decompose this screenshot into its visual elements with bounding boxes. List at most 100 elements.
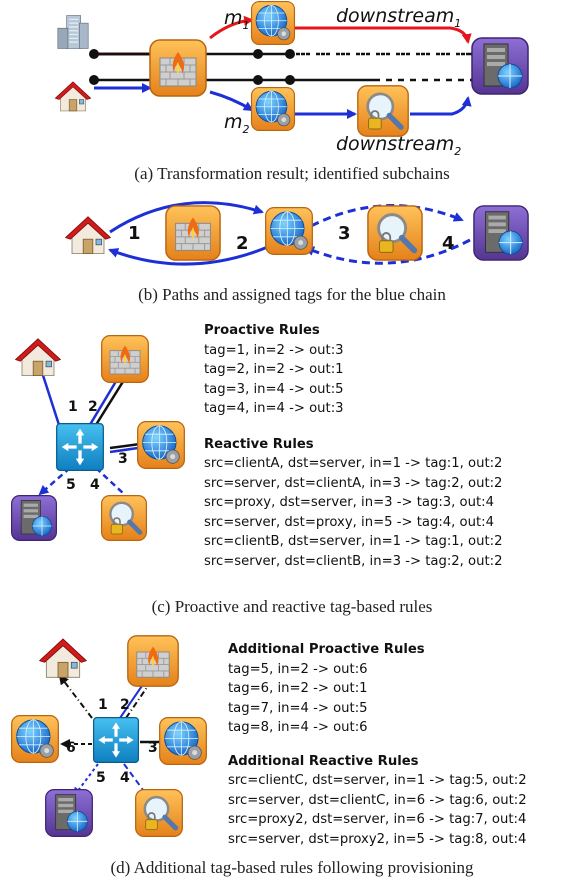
- port-label-5: 5: [66, 477, 76, 493]
- firewall-icon: [101, 335, 149, 383]
- port-label-4: 4: [90, 477, 100, 493]
- port-label-1: 1: [98, 697, 108, 713]
- proactive-rule: tag=5, in=2 -> out:6: [228, 661, 368, 677]
- reactive-rule: src=proxy, dst=server, in=3 -> tag:3, ou…: [204, 495, 494, 510]
- tag-label-1: 1: [128, 223, 141, 244]
- caption-a: (a) Transformation result; identified su…: [134, 164, 450, 183]
- home-client-icon: [15, 338, 61, 377]
- panel-d: 1 2 3 4 5 6: [11, 635, 207, 837]
- junction-dot: [89, 49, 99, 59]
- nat-globe-icon: [137, 421, 185, 469]
- server-icon: [11, 495, 58, 542]
- port-label-5: 5: [96, 770, 106, 786]
- port4-line: [123, 763, 147, 795]
- blue-path-tag2: [108, 244, 271, 266]
- junction-dot: [89, 75, 99, 85]
- junction-dot: [285, 49, 295, 59]
- nat-globe-icon: [265, 207, 313, 255]
- caption-b: (b) Paths and assigned tags for the blue…: [138, 285, 446, 304]
- reactive-rules-title: Reactive Rules: [204, 436, 314, 452]
- proactive-rule: tag=3, in=4 -> out:5: [204, 381, 344, 397]
- tag-label-4: 4: [442, 233, 455, 254]
- nat-globe-icon: [11, 715, 59, 763]
- port2-line: [86, 377, 120, 429]
- blue-arrow-to-server: [410, 96, 472, 116]
- proxy-icon: [368, 206, 422, 260]
- proxy-icon: [136, 790, 183, 837]
- label-m2: m2: [224, 111, 250, 136]
- reactive-rule: src=server, dst=proxy, in=5 -> tag:4, ou…: [204, 514, 494, 530]
- port-label-1: 1: [68, 399, 78, 415]
- port-label-2: 2: [88, 399, 98, 415]
- proactive-rule: tag=2, in=2 -> out:1: [204, 362, 344, 377]
- home-client-icon: [39, 638, 87, 678]
- port5-line: [72, 763, 99, 798]
- label-downstream2: downstream2: [336, 133, 461, 158]
- caption-c: (c) Proactive and reactive tag-based rul…: [151, 597, 433, 616]
- red-arrow-downstream1: [290, 26, 472, 44]
- reactive-rule: src=server, dst=proxy2, in=5 -> tag:8, o…: [228, 831, 527, 847]
- proactive-rule: tag=7, in=4 -> out:5: [228, 700, 368, 716]
- reactive-rule: src=server, dst=clientB, in=3 -> tag:2, …: [204, 553, 503, 569]
- proxy-icon: [358, 86, 408, 136]
- port-label-4: 4: [120, 770, 130, 786]
- panel-c: 1 2 3 4 5: [11, 335, 185, 542]
- reactive-rule: src=clientB, dst=server, in=1 -> tag:1, …: [204, 534, 503, 549]
- sdn-switch-icon: [55, 422, 105, 472]
- blue-path-tag1: [109, 201, 264, 234]
- tag-label-3: 3: [338, 223, 351, 244]
- proactive-rule: tag=4, in=4 -> out:3: [204, 401, 344, 416]
- server-icon: [45, 789, 93, 837]
- panel-d-rules: Additional Proactive Rules tag=5, in=2 -…: [228, 640, 527, 849]
- port3-line: [109, 442, 141, 450]
- reactive-rule: src=clientA, dst=server, in=1 -> tag:1, …: [204, 456, 503, 471]
- port-label-6: 6: [66, 740, 76, 756]
- reactive-rule: src=server, dst=clientC, in=6 -> tag:6, …: [228, 792, 527, 808]
- caption-d: (d) Additional tag-based rules following…: [110, 858, 474, 877]
- label-downstream1: downstream1: [336, 5, 461, 30]
- proactive-rules-title: Proactive Rules: [204, 323, 320, 338]
- firewall-icon: [149, 39, 207, 97]
- reactive-rule: src=proxy2, dst=server, in=6 -> tag:7, o…: [228, 812, 527, 827]
- port3-line-blue: [109, 446, 139, 454]
- junction-dot: [253, 49, 263, 59]
- port4-line: [95, 467, 125, 495]
- blue-arrow-m2: [209, 90, 254, 112]
- tag-label-2: 2: [236, 233, 249, 254]
- proactive-rule: tag=1, in=2 -> out:3: [204, 342, 344, 358]
- firewall-icon: [165, 205, 221, 261]
- port-label-3: 3: [148, 740, 158, 756]
- blue-path-tag4: [304, 238, 471, 265]
- red-arrow-m1: [209, 15, 254, 40]
- junction-dot: [253, 75, 263, 85]
- proxy-icon: [102, 496, 147, 541]
- additional-proactive-rules-title: Additional Proactive Rules: [228, 642, 425, 657]
- port-label-3: 3: [118, 451, 128, 467]
- label-m1: m1: [224, 7, 250, 32]
- port2-line-black: [92, 379, 126, 429]
- nat-globe-icon: [250, 0, 296, 46]
- proactive-rule: tag=6, in=2 -> out:1: [228, 681, 368, 696]
- port-label-2: 2: [120, 697, 130, 713]
- panel-a: m1 m2 downstream1 downstream2: [54, 0, 529, 158]
- firewall-icon: [127, 635, 179, 687]
- enterprise-building-icon: [57, 14, 89, 50]
- reactive-rule: src=clientC, dst=server, in=1 -> tag:5, …: [228, 773, 527, 788]
- nat-globe-icon: [250, 86, 296, 132]
- home-client-icon: [65, 216, 111, 255]
- port1-line: [37, 364, 62, 429]
- panel-b: 1 2 3 4: [65, 201, 529, 266]
- sdn-switch-icon: [92, 716, 140, 764]
- panel-c-rules: Proactive Rules tag=1, in=2 -> out:3 tag…: [204, 321, 502, 571]
- proactive-rule: tag=8, in=4 -> out:6: [228, 720, 368, 735]
- reactive-rule: src=server, dst=clientA, in=3 -> tag:2, …: [204, 475, 503, 491]
- port1-line: [58, 674, 93, 719]
- home-client-icon: [54, 81, 92, 112]
- port5-line: [38, 467, 71, 496]
- server-icon: [471, 37, 529, 95]
- additional-reactive-rules-title: Additional Reactive Rules: [228, 753, 419, 769]
- server-icon: [473, 205, 529, 261]
- nat-globe-icon: [159, 717, 207, 765]
- junction-dot: [285, 75, 295, 85]
